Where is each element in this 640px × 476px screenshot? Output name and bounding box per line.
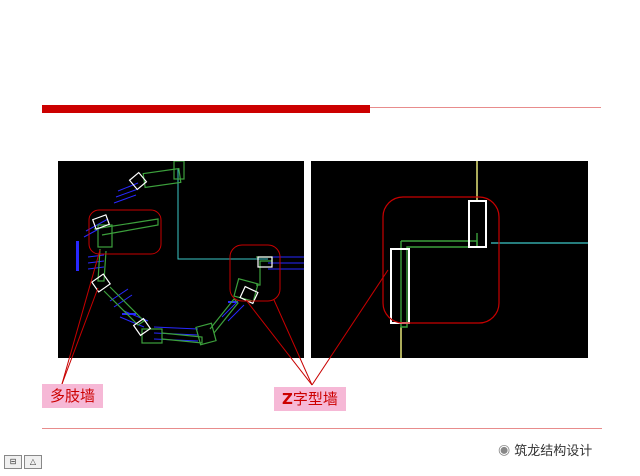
cad-drawing-right	[382, 161, 588, 358]
slide-nav: ⊟ △	[4, 455, 42, 469]
brand-name: 筑龙结构设计	[514, 444, 593, 459]
cad-panel-multi-limb-wall	[58, 161, 304, 358]
label-z-letter: Z	[282, 390, 293, 408]
cad-drawing-left	[76, 161, 304, 346]
slide-prev-icon[interactable]: △	[24, 455, 42, 469]
label-z-shaped-wall: Z字型墙	[274, 387, 346, 411]
title-accent-bar	[42, 105, 370, 113]
label-multi-limb-wall: 多肢墙	[42, 384, 104, 408]
slide-menu-icon[interactable]: ⊟	[4, 455, 22, 469]
brand-watermark: ◉ 筑龙结构设计	[498, 440, 593, 460]
footer-rule	[42, 428, 602, 429]
wechat-icon: ◉	[498, 441, 511, 458]
cad-panel-z-shaped-wall	[311, 161, 588, 358]
title-rule	[370, 107, 601, 108]
label-z-suffix: 字型墙	[292, 390, 338, 408]
